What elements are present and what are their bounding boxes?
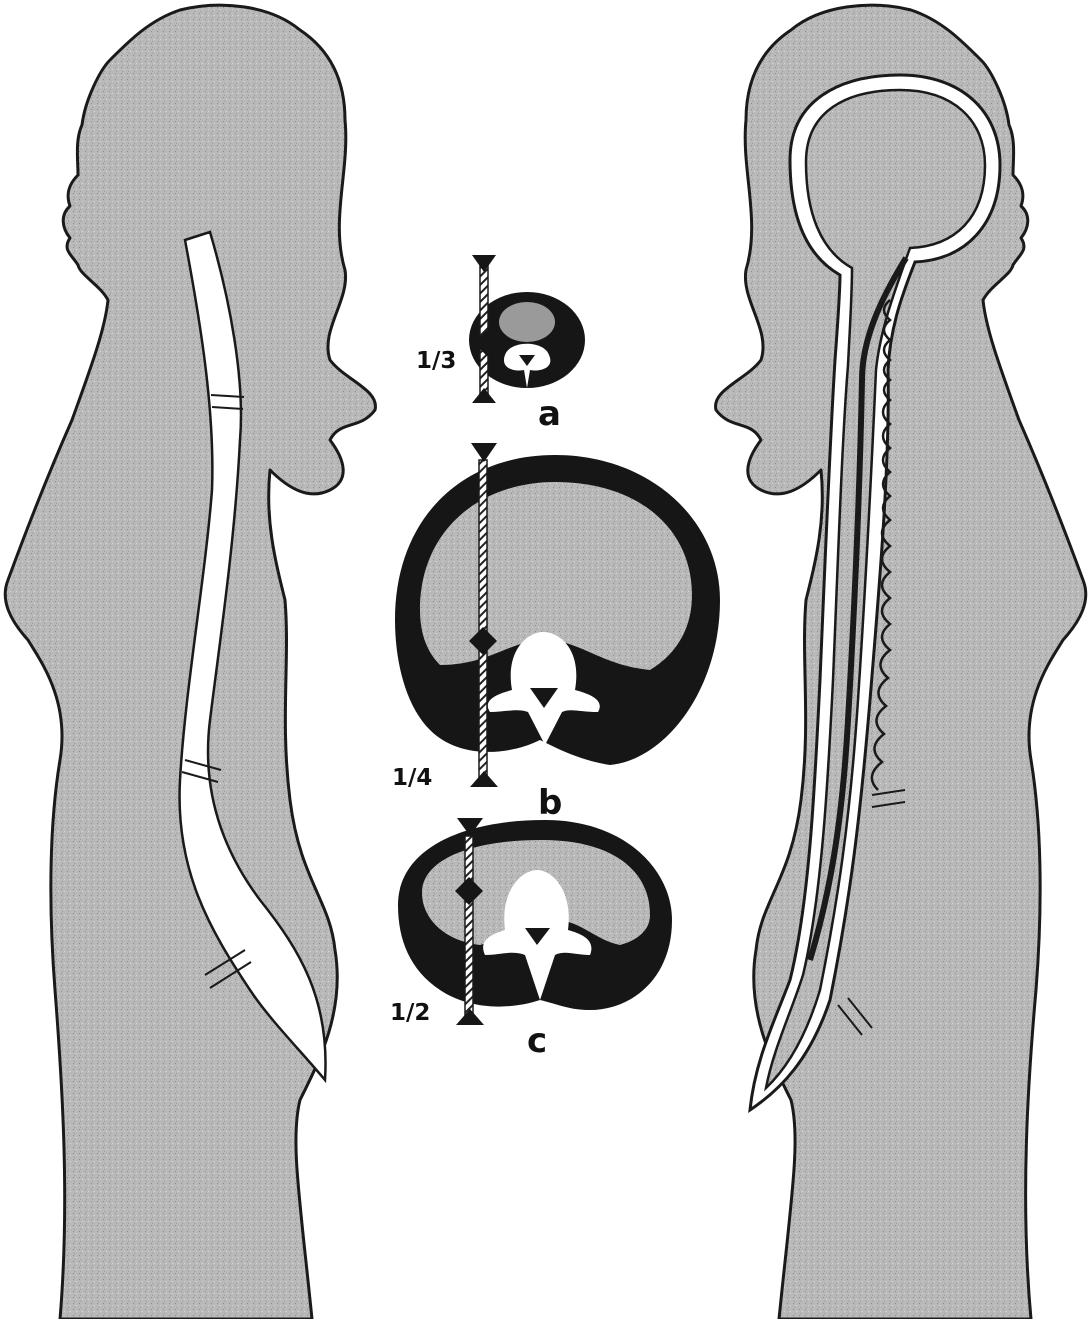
left-figure — [5, 5, 375, 1319]
right-figure — [716, 5, 1086, 1319]
section-b: 1/4 b — [392, 443, 720, 823]
section-c-bottom-arrow — [456, 1009, 484, 1025]
section-c: 1/2 c — [390, 818, 672, 1061]
section-a-needle — [480, 258, 488, 398]
section-c-letter: c — [527, 1021, 547, 1061]
section-a: 1/3 a — [416, 255, 585, 434]
section-a-top-arrow — [472, 255, 496, 272]
section-a-bottom-arrow — [472, 388, 496, 403]
section-c-ratio: 1/2 — [390, 1000, 430, 1026]
left-body-silhouette — [5, 5, 375, 1319]
section-c-needle — [465, 836, 473, 1018]
section-a-letter: a — [538, 394, 561, 434]
section-b-letter: b — [538, 783, 562, 823]
section-b-top-arrow — [471, 443, 497, 462]
section-b-bottom-arrow — [470, 771, 498, 787]
section-a-inner — [499, 302, 555, 342]
section-b-ratio: 1/4 — [392, 765, 432, 791]
section-a-ratio: 1/3 — [416, 348, 456, 374]
section-b-needle — [479, 460, 487, 780]
